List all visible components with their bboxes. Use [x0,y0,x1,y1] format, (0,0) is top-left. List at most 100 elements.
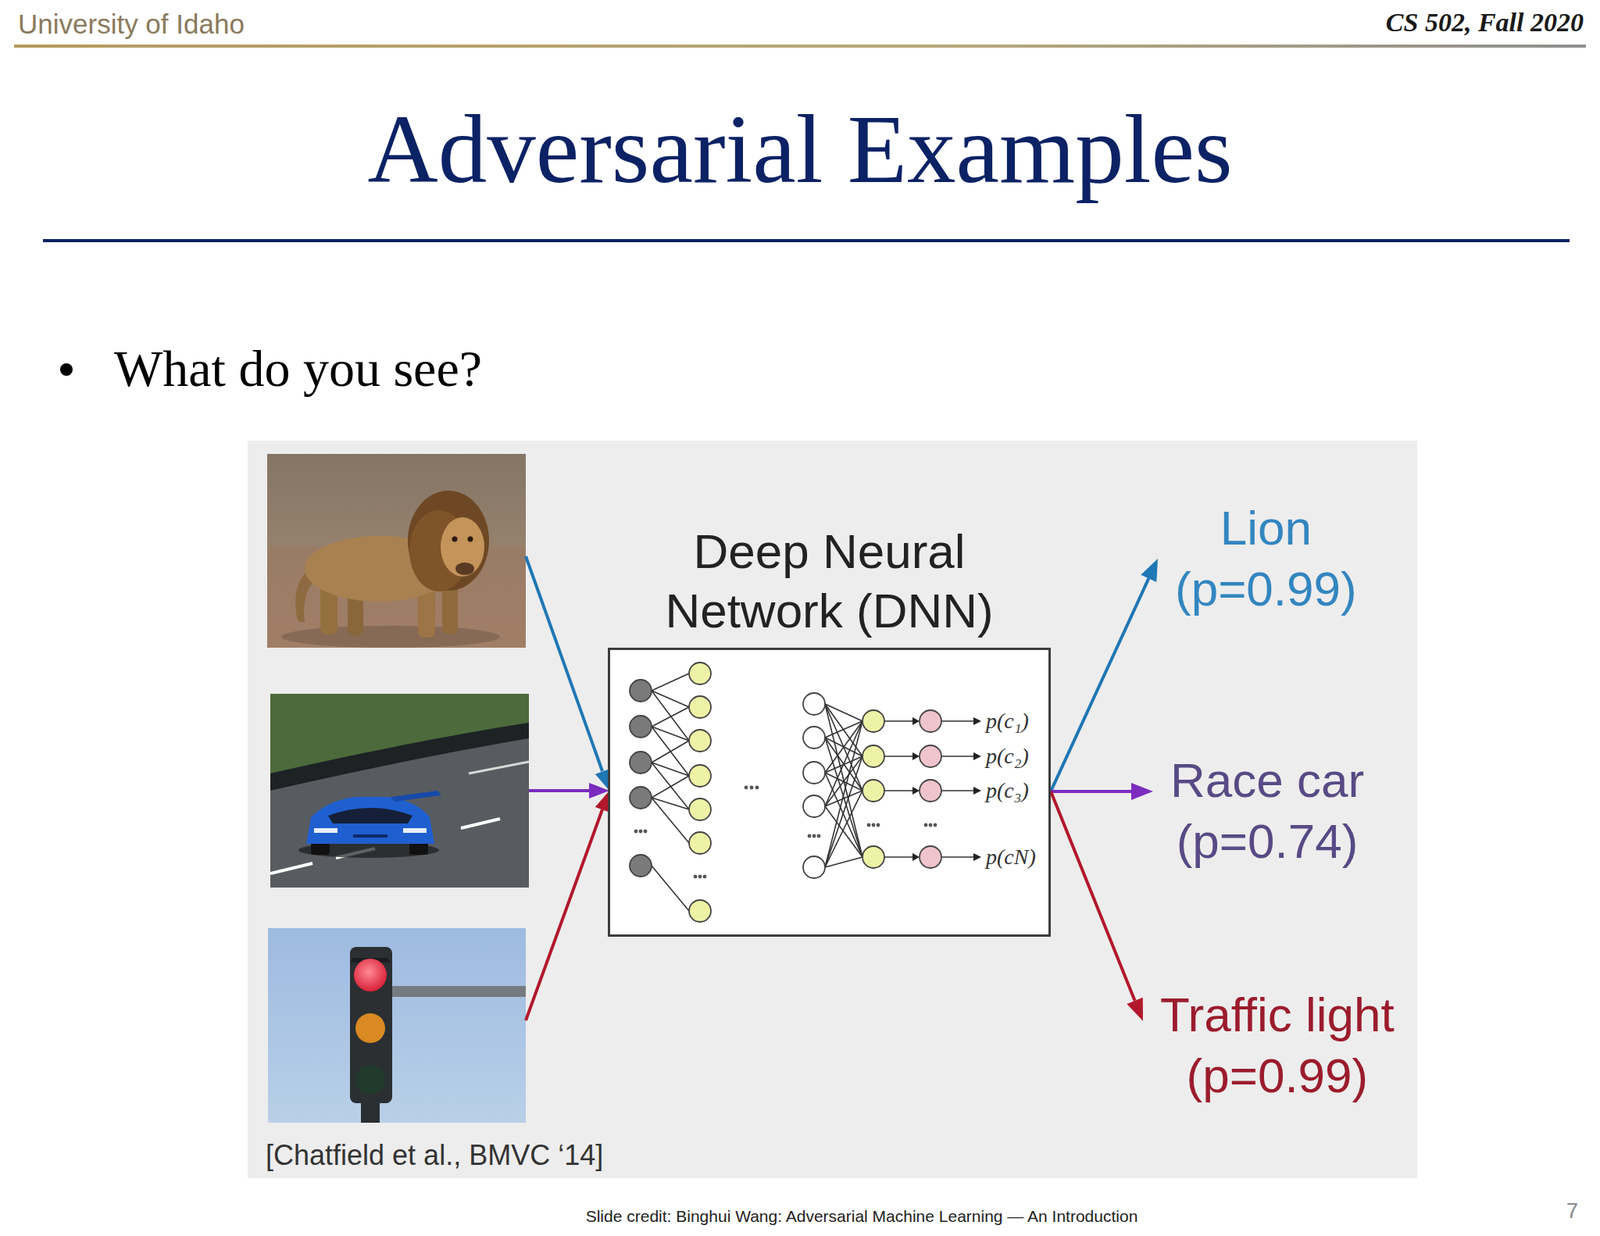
artwork-part [803,726,825,749]
artwork-part [933,823,938,828]
artwork-part [440,517,485,577]
artwork-part [651,740,690,763]
artwork-part [862,710,885,733]
artwork-part [629,854,652,877]
arrow-head [1126,997,1143,1022]
artwork-part [353,834,388,838]
figure-panel [247,440,1418,1179]
traffic-light-photo [267,928,526,1123]
artwork-part [270,693,529,888]
artwork-part [941,856,975,858]
artwork-part [973,717,982,725]
artwork-part [755,785,760,790]
university-logo: University of Idaho [17,7,245,41]
artwork-part [651,726,690,776]
prediction-label: Race car(p=0.74) [1167,750,1368,872]
artwork-part [314,828,338,833]
title-rule [42,239,1570,243]
artwork-part [825,857,863,868]
class-name: Traffic light [1160,984,1395,1046]
artwork-part [360,1100,380,1123]
network-wires [651,673,975,911]
class-probability: p(c₂) [985,742,1029,770]
artwork-part [812,834,817,839]
output-arrow [1050,782,1154,800]
ellipsis-dots [634,785,938,879]
artwork-part [803,761,825,784]
page-number: 7 [1566,1198,1579,1224]
artwork-part [912,786,920,795]
artwork-part [651,673,690,691]
artwork-part [825,703,863,791]
artwork-part [689,696,711,718]
artwork-part [928,823,933,828]
artwork-part [281,625,500,648]
arrow-line [1050,789,1132,793]
artwork-part [912,853,920,861]
artwork-part [689,832,711,854]
artwork-part [634,829,639,834]
citation: [Chatfield et al., BMVC ‘14] [265,1139,604,1172]
artwork-part [919,779,942,802]
output-arrow [1050,791,1143,1022]
artwork-part [350,946,393,1104]
artwork-part [390,790,442,802]
artwork-part [884,720,915,722]
artwork-part [825,737,863,858]
artwork-part [270,738,529,888]
input-arrows [525,556,611,1021]
artwork-part [803,856,825,879]
artwork-part [698,875,703,879]
network-ground [607,647,1051,937]
race-car-photo [270,693,529,888]
artwork-part [270,863,313,874]
artwork-part [651,762,690,810]
class-score: (p=0.99) [1175,558,1358,620]
artwork-part [973,752,982,761]
class-name: Race car [1170,750,1365,811]
class-probability: p(c₃) [985,777,1029,804]
artwork-part [407,490,490,591]
network-box: Deep Neural Network (DNN) [607,647,1051,937]
artwork-part [689,764,711,787]
lion-photo [267,453,526,648]
artwork-part [884,856,915,858]
arrow-line [1050,578,1149,791]
artwork-part [525,556,603,772]
artwork-part [355,1013,386,1043]
artwork-part [924,823,929,828]
class-name: Lion [1175,497,1358,559]
header-rule [14,44,1586,48]
bullet-text: What do you see? [114,337,483,400]
artwork-part [919,710,942,733]
class-score: (p=0.99) [1160,1045,1395,1107]
bullet-dot [60,363,73,376]
artwork-part [355,1064,386,1095]
artwork-part [689,798,711,821]
class-probability: p(c₁) [985,707,1029,735]
artwork-part [651,707,690,727]
artwork-part [267,453,526,648]
artwork-part [629,751,652,774]
artwork-part [912,752,920,761]
artwork-part [871,823,876,828]
artwork-part [919,745,942,768]
artwork-part [803,692,825,715]
artwork-part [693,875,698,879]
network-neurons [629,662,942,922]
artwork-part [807,834,812,839]
class-score: (p=0.74) [1170,810,1365,872]
artwork-part [460,818,500,829]
course-label: CS 502, Fall 2020 [1385,6,1584,40]
artwork-part [651,797,690,843]
artwork-part [629,679,652,702]
artwork-part [973,786,982,795]
artwork-part [455,562,475,575]
artwork-part [912,717,920,725]
artwork-part [919,846,942,868]
artwork-part [689,662,711,685]
artwork-part [384,985,526,997]
artwork-part [825,756,863,807]
arrow-head [1140,558,1158,583]
artwork-part [825,703,863,858]
